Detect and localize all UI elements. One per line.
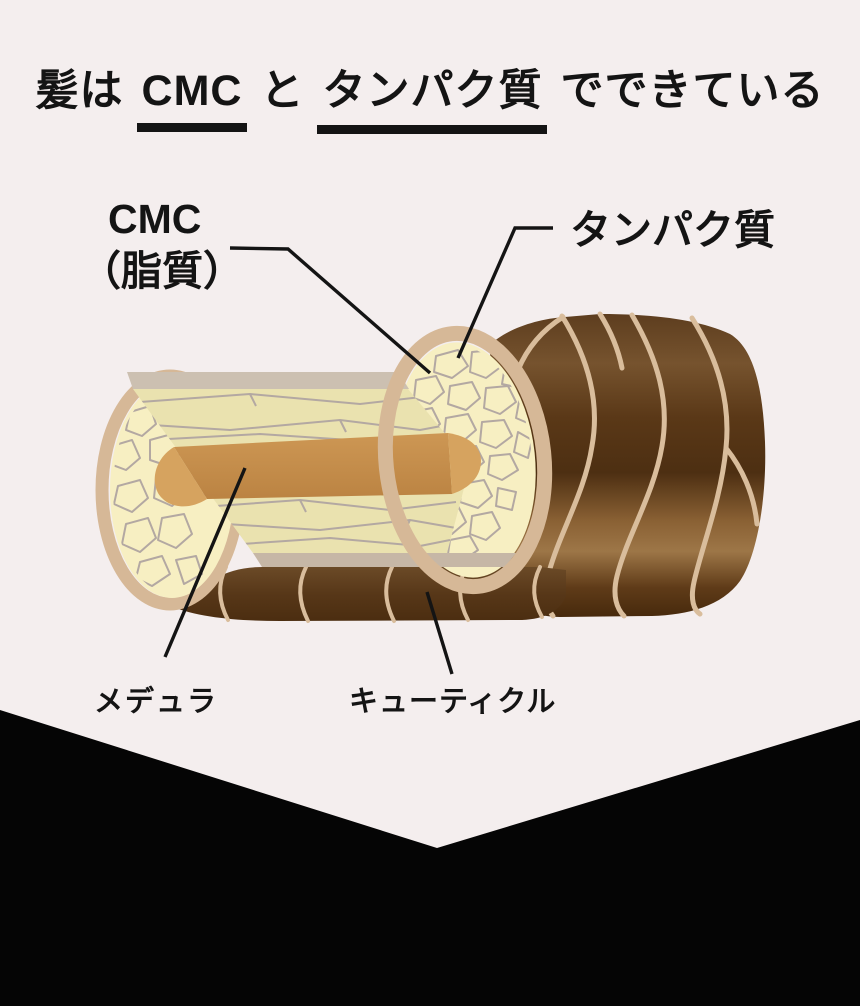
medulla-left-cap	[154, 447, 207, 507]
headline: 髪は CMC と タンパク質 でできている	[0, 56, 860, 134]
headline-prefix: 髪は	[35, 67, 124, 115]
headline-connector: と	[260, 67, 305, 115]
label-cmc-lipid: CMC （脂質）	[80, 194, 244, 297]
leader-line-protein	[456, 226, 553, 359]
label-cuticle: キューティクル	[349, 686, 557, 718]
label-medulla: メデュラ	[94, 686, 219, 718]
leader-line-medulla	[163, 467, 247, 658]
headline-term-cmc: CMC	[136, 67, 248, 132]
medulla-right-cap	[448, 433, 481, 494]
headline-term-protein: タンパク質	[317, 56, 548, 134]
label-cmc-line2: （脂質）	[80, 247, 244, 294]
bottom-chevron	[0, 710, 860, 1006]
slab-top-edge-band	[127, 372, 409, 389]
label-protein: タンパク質	[570, 207, 775, 253]
label-cmc-line1: CMC	[108, 196, 202, 242]
cmc-ring-cross	[377, 325, 553, 595]
leader-lines	[163, 226, 553, 675]
headline-suffix: でできている	[560, 67, 825, 115]
cuticle-shaft	[490, 311, 766, 619]
leader-line-cmc	[229, 246, 432, 375]
leader-line-cuticle	[425, 591, 454, 675]
slab-bottom-edge-band	[253, 553, 516, 567]
